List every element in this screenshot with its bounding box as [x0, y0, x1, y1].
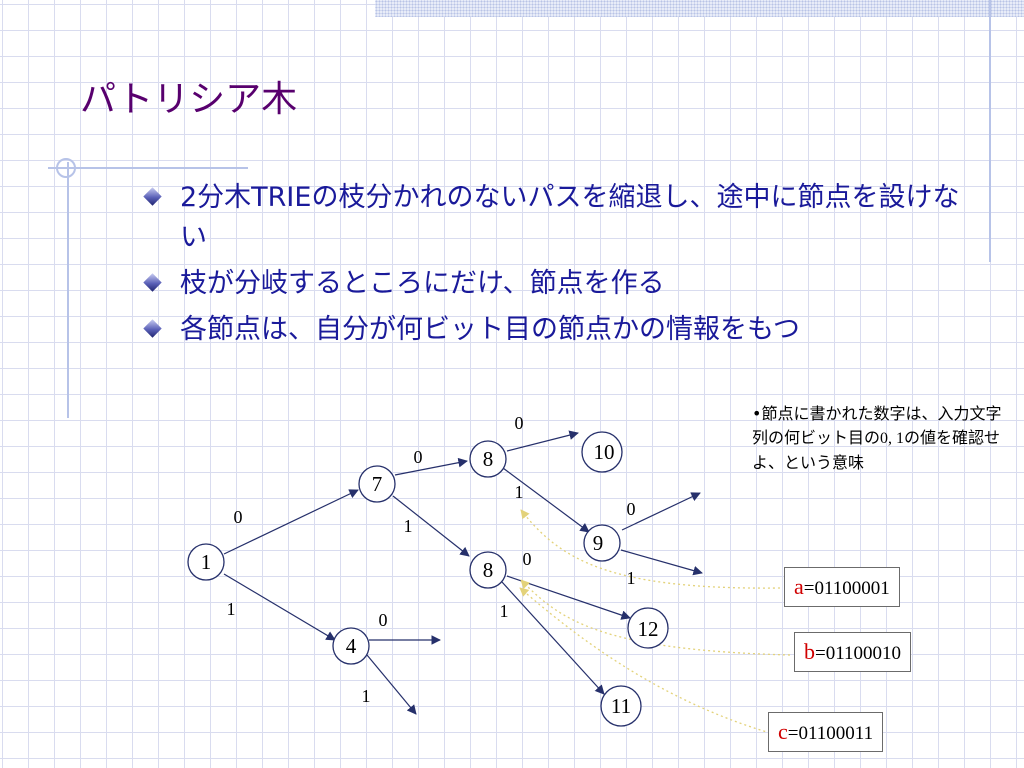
bullet-list: 2分木TRIEの枝分かれのないパスを縮退し、途中に節点を設けない 枝が分岐すると…	[140, 178, 970, 356]
bullet-text: 2分木TRIEの枝分かれのないパスを縮退し、途中に節点を設けない	[180, 182, 960, 253]
note-bits: 0, 1	[880, 430, 905, 447]
edge-8b-11	[501, 581, 605, 695]
tree-node-label: 10	[594, 440, 615, 464]
tree-node-circle	[627, 607, 669, 649]
edge-7-8b	[392, 495, 470, 557]
edge-label: 1	[515, 482, 524, 502]
bullet-text: 枝が分岐するところにだけ、節点を作る	[180, 268, 665, 299]
note-text-before: •節点に書かれた数字は、入力文字列の何ビット目の	[752, 404, 1002, 447]
edge-label: 1	[404, 516, 413, 536]
edge-label: 0	[515, 413, 524, 433]
tree-node-label: 12	[638, 617, 659, 641]
code-letter: c	[778, 719, 788, 744]
code-box-b: b=01100010	[794, 632, 912, 672]
edge-label: 1	[362, 686, 371, 706]
edge-8a-10	[506, 430, 579, 452]
edge-1-4	[223, 573, 336, 641]
explanation-note: •節点に書かれた数字は、入力文字列の何ビット目の0, 1の値を確認せよ、という意…	[752, 402, 1007, 475]
tree-node-label: 8	[483, 447, 494, 471]
edge-label: 0	[627, 499, 636, 519]
code-letter: b	[804, 639, 815, 664]
tree-node-circle	[332, 627, 370, 665]
tree-node-label: 8	[483, 558, 494, 582]
tree-node-circle	[600, 685, 642, 727]
edge-4-1	[366, 654, 417, 715]
edge-label: 0	[414, 447, 423, 467]
tree-node-circle	[358, 465, 396, 503]
right-decorative-line	[989, 0, 991, 262]
tree-node-circle	[469, 440, 507, 478]
tree-node-circle	[583, 524, 621, 562]
edge-7-8a	[394, 457, 468, 476]
top-decorative-band	[375, 0, 1024, 17]
code-letter: a	[794, 574, 804, 599]
bullet-item: 各節点は、自分が何ビット目の節点かの情報をもつ	[140, 310, 970, 350]
slide-title: パトリシア木	[80, 79, 298, 120]
note-text-after: の値を確認せよ、という意味	[752, 428, 1001, 472]
code-box-a: a=01100001	[784, 567, 900, 607]
circle-decoration	[56, 158, 76, 178]
tree-node-label: 4	[346, 634, 357, 658]
edge-label: 1	[627, 568, 636, 588]
edge-label: 1	[500, 601, 509, 621]
tree-node-circle	[469, 551, 507, 589]
edge-8b-12	[506, 575, 631, 620]
edge-label: 0	[379, 610, 388, 630]
edge-9-0	[621, 492, 701, 531]
tree-node-label: 1	[201, 550, 212, 574]
pointer-a-to-8	[520, 509, 781, 589]
pointer-b-to-8	[520, 579, 791, 656]
tree-node-label: 7	[372, 472, 383, 496]
code-value: =01100010	[815, 643, 902, 664]
edge-label: 0	[523, 549, 532, 569]
tree-node-label: 9	[593, 531, 604, 555]
bullet-item: 枝が分岐するところにだけ、節点を作る	[140, 264, 970, 304]
edge-label: 1	[227, 599, 236, 619]
tree-node-label: 11	[611, 694, 631, 718]
tree-node-circle	[581, 431, 623, 473]
bullet-item: 2分木TRIEの枝分かれのないパスを縮退し、途中に節点を設けない	[140, 178, 970, 258]
bullet-text: 各節点は、自分が何ビット目の節点かの情報をもつ	[180, 314, 800, 345]
tree-node-circle	[187, 543, 225, 581]
edge-label: 0	[234, 507, 243, 527]
left-decorative-line	[67, 162, 69, 418]
code-value: =01100001	[803, 578, 890, 599]
code-box-c: c=01100011	[768, 712, 884, 752]
edge-9-1	[620, 549, 703, 576]
title-underline-decoration	[48, 167, 248, 169]
code-value: =01100011	[787, 723, 874, 744]
edge-8a-9	[502, 467, 590, 533]
edge-1-7	[223, 489, 359, 555]
